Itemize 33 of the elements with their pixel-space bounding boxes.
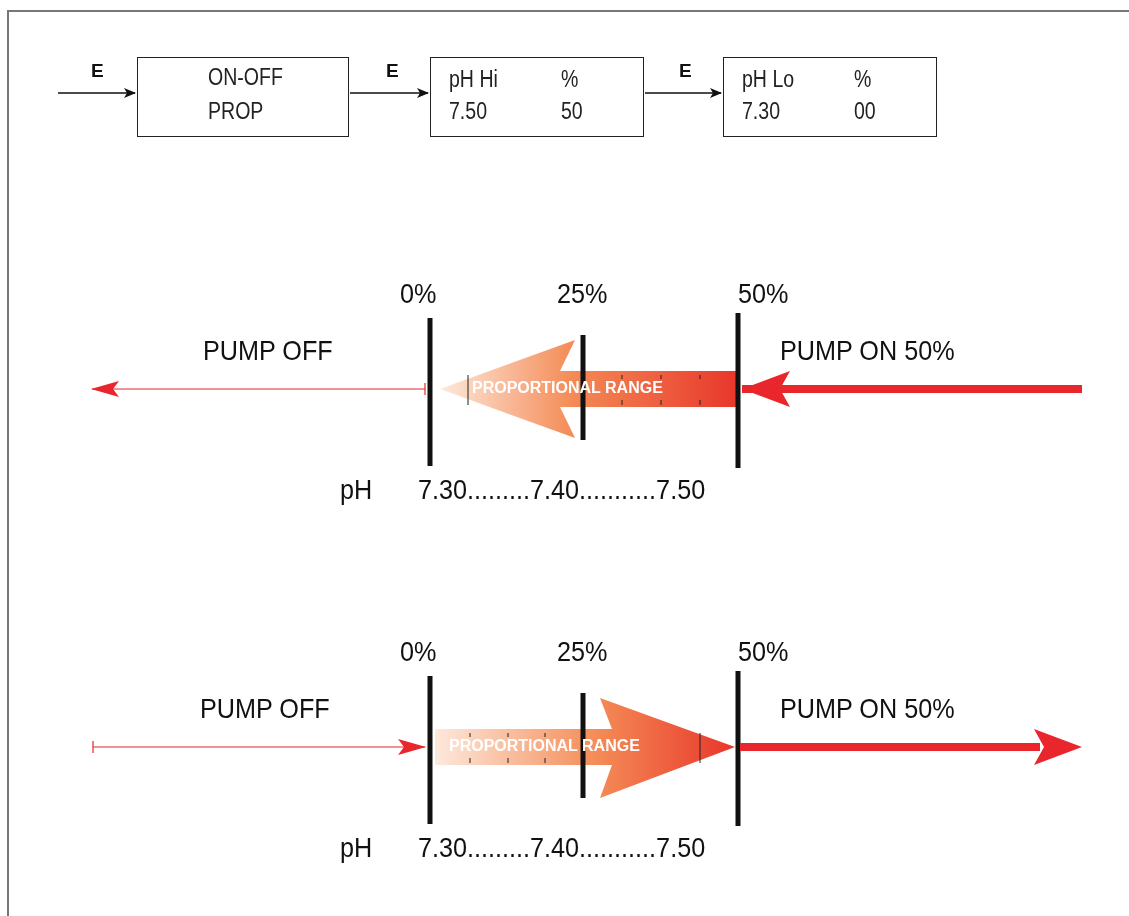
display-text: pH Hi (449, 68, 498, 91)
ph-scale-label: 7.30.........7.40...........7.50 (418, 834, 706, 862)
axis-label: pH (340, 476, 373, 504)
display-box (430, 57, 644, 137)
arrow (644, 88, 722, 98)
display-text: 50 (561, 100, 583, 123)
percent-label: 25% (557, 280, 608, 308)
ph-scale-label: 7.30.........7.40...........7.50 (418, 476, 706, 504)
percent-label: 25% (557, 638, 608, 666)
display-text: 7.30 (742, 100, 781, 123)
zone-label: PUMP OFF (203, 337, 333, 365)
display-text: PROP (208, 100, 264, 123)
percent-label: 0% (400, 280, 437, 308)
zone-label: PUMP ON 50% (780, 695, 955, 723)
zone-label: PUMP OFF (200, 695, 330, 723)
edge-label: E (386, 61, 399, 80)
percent-label: 50% (738, 638, 789, 666)
arrow (349, 88, 429, 98)
percent-label: 0% (400, 638, 437, 666)
percent-label: 50% (738, 280, 789, 308)
display-box (723, 57, 937, 137)
display-box (137, 57, 349, 137)
edge-label: E (679, 61, 692, 80)
display-text: % (854, 68, 872, 91)
axis-label: pH (340, 834, 373, 862)
zone-label: PUMP ON 50% (780, 337, 955, 365)
display-text: 00 (854, 100, 876, 123)
display-text: 7.50 (449, 100, 488, 123)
display-text: % (561, 68, 579, 91)
edge-label: E (91, 61, 104, 80)
display-text: pH Lo (742, 68, 795, 91)
display-text: ON-OFF (208, 66, 283, 89)
arrow (57, 88, 136, 98)
